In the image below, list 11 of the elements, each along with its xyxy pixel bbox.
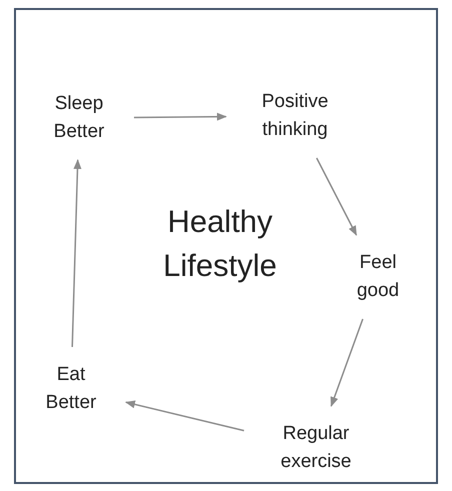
cycle-step: Feel good <box>346 249 410 305</box>
center-title: Healthy Lifestyle <box>162 203 278 285</box>
arrow <box>134 112 227 121</box>
cycle-step: Positive thinking <box>240 88 350 144</box>
cycle-step: Sleep Better <box>38 90 120 146</box>
arrow <box>72 159 82 348</box>
cycle-step: Regular exercise <box>258 420 374 476</box>
cycle-step: Eat Better <box>30 361 112 417</box>
arrow <box>316 158 358 236</box>
arrow <box>330 318 364 407</box>
arrow <box>125 400 244 432</box>
